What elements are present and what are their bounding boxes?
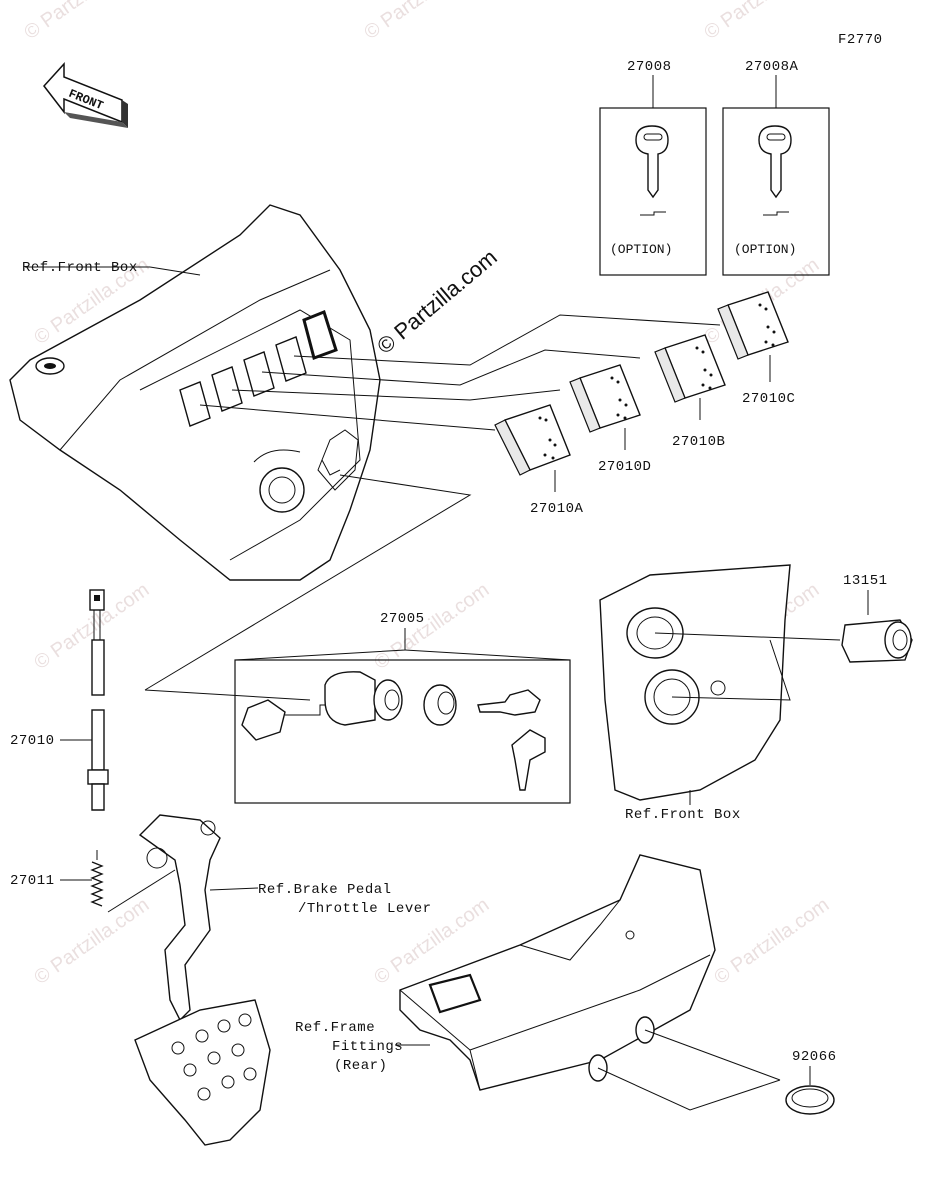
key-icon: [635, 125, 669, 199]
key-icon: [477, 689, 541, 716]
partzilla-brand: © Partzilla.com: [372, 244, 502, 358]
brake-pedal: Ref.Brake Pedal /Throttle Lever: [107, 814, 432, 1146]
callout-27008a: 27008A: [745, 59, 799, 75]
watermark: © Partzilla.com: [30, 894, 153, 989]
spring-27011: 27011: [10, 850, 104, 907]
callout-27005: 27005: [380, 611, 425, 627]
key-icon: [511, 729, 546, 791]
front-box-right-view: Ref.Front Box: [599, 564, 841, 823]
ignition-switch-assy-27005: 27005: [234, 611, 571, 804]
plug-92066: 92066: [785, 1049, 837, 1115]
key-cut-icon: [763, 211, 789, 216]
ref-front-box-right: Ref.Front Box: [625, 807, 741, 823]
option-label-1: (OPTION): [610, 242, 672, 257]
callout-27010b: 27010B: [672, 434, 725, 450]
callout-13151: 13151: [843, 573, 888, 589]
connector-icon: [241, 699, 286, 741]
ref-brake-pedal-2: /Throttle Lever: [298, 901, 432, 917]
power-socket-13151: 13151: [841, 573, 913, 663]
rocker-switch-27010d: 27010D: [569, 364, 651, 475]
callout-27010: 27010: [10, 733, 55, 749]
frame-fittings-rear: Ref.Frame Fittings (Rear): [295, 854, 781, 1111]
nut-icon: [423, 684, 457, 726]
figure-code: F2770: [838, 32, 883, 48]
callout-27010a: 27010A: [530, 501, 584, 517]
key-icon: [758, 125, 792, 199]
front-box-panel: [9, 204, 381, 581]
watermark: © Partzilla.com: [20, 0, 143, 44]
switch-leaders: [144, 314, 721, 701]
ref-brake-pedal-1: Ref.Brake Pedal: [258, 882, 392, 898]
callout-27008: 27008: [627, 59, 672, 75]
rocker-switch-27010a: 27010A: [494, 404, 584, 517]
ref-frame-2: Fittings: [332, 1039, 403, 1055]
switch-slots: [179, 310, 338, 427]
ref-front-box-top: Ref.Front Box: [22, 260, 138, 276]
ignition-key-slot: [259, 467, 305, 513]
watermark: © Partzilla.com: [700, 0, 823, 44]
ref-frame-3: (Rear): [334, 1058, 387, 1074]
pedal-grip-holes: [171, 1013, 257, 1101]
callout-27011: 27011: [10, 873, 55, 889]
option-label-2: (OPTION): [734, 242, 796, 257]
rocker-switch-27010c: 27010C: [717, 291, 795, 407]
watermark: © Partzilla.com: [360, 0, 483, 44]
front-arrow-icon: FRONT: [43, 62, 128, 128]
ignition-body: [324, 671, 376, 726]
key-cut-icon: [640, 211, 666, 216]
callout-27010d: 27010D: [598, 459, 651, 475]
ref-frame-1: Ref.Frame: [295, 1020, 375, 1036]
brake-switch-27010: 27010: [10, 589, 109, 811]
ignition-assy-box: [234, 659, 571, 804]
key-27008: 27008 (OPTION): [599, 59, 707, 276]
watermark: © Partzilla.com: [710, 894, 833, 989]
rocker-switch-27010b: 27010B: [654, 334, 726, 450]
key-27008a: 27008A (OPTION): [722, 59, 830, 276]
callout-92066: 92066: [792, 1049, 837, 1065]
callout-27010c: 27010C: [742, 391, 795, 407]
